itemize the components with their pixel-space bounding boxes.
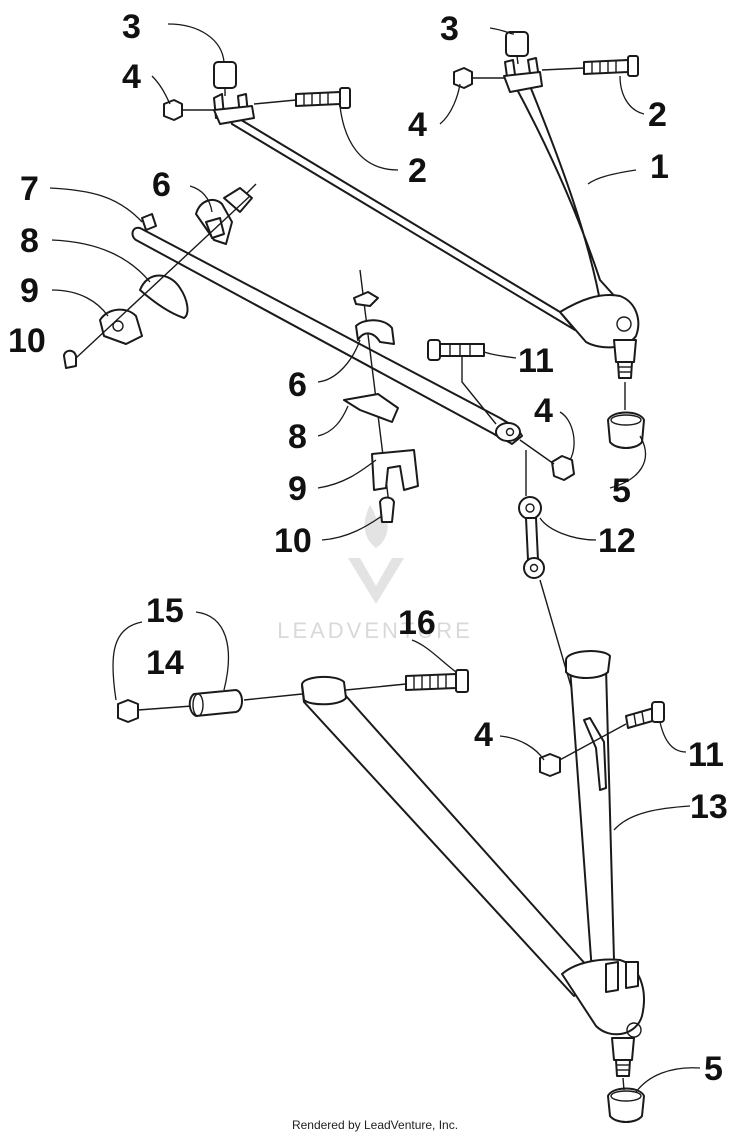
lower-ball-joint-housing (561, 958, 645, 1036)
callout-10: 10 (8, 322, 46, 360)
upper-right-bushing (505, 31, 529, 57)
lower-ball-joint-nut (607, 1087, 645, 1123)
center-bracket-9 (371, 449, 419, 491)
lower-front-nut (117, 699, 139, 723)
assembly-line (519, 439, 555, 465)
center-bracket-group (343, 269, 419, 523)
callout-8: 8 (20, 222, 39, 260)
lower-arm-rear-sleeve (565, 650, 611, 679)
callout-2: 2 (648, 96, 667, 134)
assembly-line (541, 67, 585, 71)
callout-1: 1 (650, 148, 669, 186)
upper-arm-left-tube (227, 111, 576, 331)
left-bushing-8 (139, 274, 189, 319)
left-clip (223, 187, 253, 213)
callout-9: 9 (20, 272, 39, 310)
callout-2: 2 (408, 152, 427, 190)
assembly-line (253, 99, 297, 105)
lower-arm-vertical-tube (569, 667, 615, 973)
watermark-text: LEADVENTURE (277, 618, 473, 643)
callout-7: 7 (20, 170, 39, 208)
stabilizer-bolt (427, 339, 497, 425)
upper-right-bolt (583, 55, 639, 77)
upper-arm-right-tube (511, 79, 619, 313)
upper-ball-joint-housing (559, 294, 640, 349)
callout-11: 11 (518, 342, 554, 380)
center-screw-10 (379, 496, 395, 523)
callout-4: 4 (122, 58, 141, 96)
watermark-logo-icon (348, 558, 404, 604)
lower-ball-joint-nut-top (610, 1090, 642, 1102)
assembly-line (555, 723, 627, 763)
assembly-line (622, 1077, 625, 1091)
lower-bracket-bolt (625, 701, 665, 729)
lower-arm-bracket (583, 717, 607, 791)
callout-9: 9 (288, 470, 307, 508)
lower-arm-front-sleeve (301, 676, 347, 706)
callout-15: 15 (146, 592, 184, 630)
callout-5: 5 (612, 472, 631, 510)
lower-bracket-nut (539, 753, 561, 777)
assembly-line (137, 705, 193, 711)
assembly-line (345, 683, 407, 691)
stabilizer-nut (551, 455, 575, 481)
upper-left-bolt (295, 87, 351, 109)
lower-ball-joint-stud (611, 1037, 635, 1061)
watermark: LEADVENTURE (277, 505, 473, 643)
callout-10: 10 (274, 522, 312, 560)
left-bracket-9-hole (112, 320, 124, 332)
callout-8: 8 (288, 418, 307, 456)
upper-left-nut (163, 99, 183, 121)
left-screw-10 (63, 349, 77, 369)
center-clip (353, 291, 379, 307)
left-bracket-group (63, 183, 257, 369)
callout-4: 4 (474, 716, 493, 754)
callout-12: 12 (598, 522, 636, 560)
lower-a-arm (301, 650, 645, 1077)
callout-3: 3 (122, 8, 141, 46)
upper-a-arm (213, 57, 640, 379)
upper-ball-joint-nut-top (610, 414, 642, 426)
callouts: 3 3 4 4 2 2 1 7 6 8 9 10 11 6 4 8 9 5 10… (8, 8, 728, 1088)
center-clamp-6 (355, 319, 395, 345)
left-clip-pin (245, 183, 257, 195)
callout-14: 14 (146, 644, 184, 682)
callout-16: 16 (398, 604, 436, 642)
callout-6: 6 (152, 166, 171, 204)
upper-ball-joint-thread (617, 361, 633, 379)
upper-right-mount-plate (503, 71, 543, 93)
callout-4: 4 (534, 392, 553, 430)
center-bushing-8 (343, 393, 399, 423)
stabilizer-bar (131, 213, 523, 445)
lower-arm-diagonal-tube (301, 679, 597, 997)
upper-ball-joint-stud (613, 339, 637, 363)
upper-ball-joint-hole (616, 316, 632, 332)
assembly-line (516, 55, 519, 65)
lower-ball-joint-thread (615, 1059, 631, 1077)
leader-lines (49, 23, 701, 1093)
callout-4: 4 (408, 106, 427, 144)
upper-left-bushing (213, 61, 237, 89)
callout-6: 6 (288, 366, 307, 404)
assembly-line (243, 693, 303, 701)
footer-credit: Rendered by LeadVenture, Inc. (291, 1118, 459, 1132)
upper-left-mount-plate (213, 105, 255, 125)
assembly-line (75, 195, 251, 359)
upper-ball-joint-nut (607, 411, 645, 449)
lower-front-bolt (405, 669, 469, 693)
callout-3: 3 (440, 10, 459, 48)
callout-13: 13 (690, 788, 728, 826)
callout-11: 11 (688, 736, 724, 774)
callout-5: 5 (704, 1050, 723, 1088)
lower-ball-joint-tab (625, 961, 639, 989)
lower-front-bushing-end (192, 693, 204, 717)
upper-right-nut (453, 67, 473, 89)
lower-ball-joint-tab (605, 961, 619, 993)
